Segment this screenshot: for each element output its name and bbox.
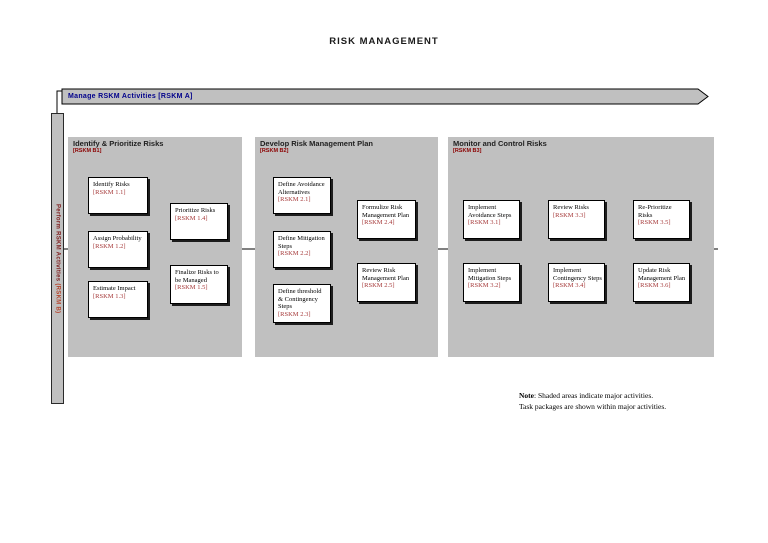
task-estimate-impact: Estimate Impact [RSKM 1.3] <box>88 281 148 318</box>
panel-header: Monitor and Control Risks [RSKM B3] <box>453 139 547 155</box>
task-title: Prioritize Risks <box>175 207 216 214</box>
task-title: Define threshold & Contingency Steps <box>278 288 322 311</box>
panel-header: Develop Risk Management Plan [RSKM B2] <box>260 139 373 155</box>
task-title: Assign Probability <box>93 235 142 242</box>
task-code: [RSKM 2.1] <box>278 196 311 204</box>
page-title: RISK MANAGEMENT <box>329 36 439 47</box>
footnote-label: Note <box>519 391 534 400</box>
footnote-line-1: Note: Shaded areas indicate major activi… <box>519 391 654 400</box>
task-title: Implement Contingency Steps <box>553 267 602 282</box>
task-code: [RSKM 1.1] <box>93 188 126 196</box>
task-title: Formulize Risk Management Plan <box>362 204 410 219</box>
task-title: Review Risk Management Plan <box>362 267 410 282</box>
task-implement-mitigation-steps: Implement Mitigation Steps [RSKM 3.2] <box>463 263 520 302</box>
task-formulize-risk-management-plan: Formulize Risk Management Plan [RSKM 2.4… <box>357 200 416 239</box>
task-title: Define Mitigation Steps <box>278 235 325 250</box>
task-define-mitigation-steps: Define Mitigation Steps [RSKM 2.2] <box>273 231 331 268</box>
panel-code: [RSKM B2] <box>260 148 289 155</box>
footnote: Note: Shaded areas indicate major activi… <box>519 391 666 413</box>
task-review-risks: Review Risks [RSKM 3.3] <box>548 200 605 239</box>
task-code: [RSKM 1.3] <box>93 292 126 300</box>
task-code: [RSKM 3.6] <box>638 282 671 290</box>
task-code: [RSKM 2.4] <box>362 219 395 227</box>
task-implement-avoidance-steps: Implement Avoidance Steps [RSKM 3.1] <box>463 200 520 239</box>
task-update-risk-management-plan: Update Risk Management Plan [RSKM 3.6] <box>633 263 690 302</box>
panel-code: [RSKM B1] <box>73 148 102 155</box>
task-assign-probability: Assign Probability [RSKM 1.2] <box>88 231 148 268</box>
task-identify-risks: Identify Risks [RSKM 1.1] <box>88 177 148 214</box>
sidebar-vertical-label: Perform RSKM Activities (RSKM B) <box>54 203 61 314</box>
task-title: Implement Avoidance Steps <box>468 204 512 219</box>
task-code: [RSKM 2.3] <box>278 310 311 318</box>
task-title: Identify Risks <box>93 181 130 188</box>
perform-rskm-activities-bar: Perform RSKM Activities (RSKM B) <box>51 113 64 404</box>
task-code: [RSKM 3.4] <box>553 282 586 290</box>
task-title: Define Avoidance Alternatives <box>278 181 325 196</box>
task-code: [RSKM 3.3] <box>553 211 586 219</box>
task-code: [RSKM 3.2] <box>468 282 501 290</box>
panel-header: Identify & Prioritize Risks [RSKM B1] <box>73 139 164 155</box>
task-review-risk-management-plan: Review Risk Management Plan [RSKM 2.5] <box>357 263 416 302</box>
banner-label: Manage RSKM Activities [RSKM A] <box>68 93 193 100</box>
task-implement-contingency-steps: Implement Contingency Steps [RSKM 3.4] <box>548 263 605 302</box>
panel-title: Identify & Prioritize Risks <box>73 139 164 148</box>
footnote-line-2: Task packages are shown within major act… <box>519 401 667 411</box>
task-title: Re-Prioritize Risks <box>638 204 672 219</box>
task-prioritize-risks: Prioritize Risks [RSKM 1.4] <box>170 203 228 240</box>
task-define-threshold-contingency-steps: Define threshold & Contingency Steps [RS… <box>273 284 331 323</box>
task-finalize-risks-to-be-managed: Finalize Risks to be Managed [RSKM 1.5] <box>170 265 228 304</box>
panel-monitor-control-risks: Monitor and Control Risks [RSKM B3] <box>448 137 714 357</box>
task-re-prioritize-risks: Re-Prioritize Risks [RSKM 3.5] <box>633 200 690 239</box>
task-title: Review Risks <box>553 204 589 211</box>
task-code: [RSKM 1.5] <box>175 284 208 292</box>
panel-title: Monitor and Control Risks <box>453 139 547 148</box>
task-code: [RSKM 3.5] <box>638 219 671 227</box>
task-code: [RSKM 2.2] <box>278 250 311 258</box>
task-define-avoidance-alternatives: Define Avoidance Alternatives [RSKM 2.1] <box>273 177 331 214</box>
task-code: [RSKM 1.2] <box>93 242 126 250</box>
task-title: Estimate Impact <box>93 285 136 292</box>
task-code: [RSKM 3.1] <box>468 219 501 227</box>
panel-title: Develop Risk Management Plan <box>260 139 373 148</box>
task-title: Update Risk Management Plan <box>638 267 686 282</box>
task-code: [RSKM 1.4] <box>175 214 208 222</box>
task-title: Finalize Risks to be Managed <box>175 269 219 284</box>
task-title: Implement Mitigation Steps <box>468 267 512 282</box>
task-code: [RSKM 2.5] <box>362 282 395 290</box>
banner-arrow-shape <box>61 88 709 105</box>
panel-code: [RSKM B3] <box>453 148 482 155</box>
